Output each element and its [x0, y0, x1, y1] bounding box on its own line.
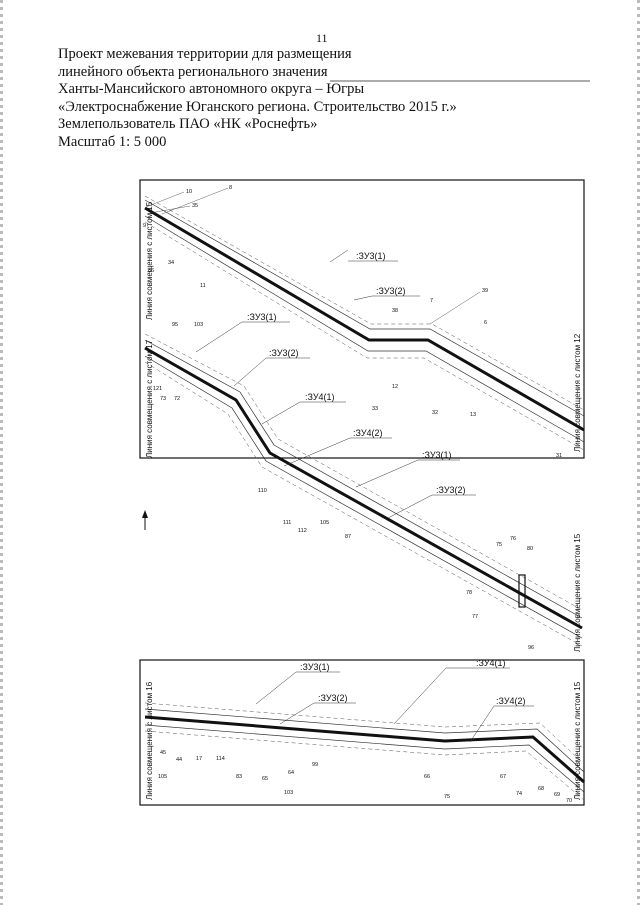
point-label: 45 [160, 750, 166, 756]
point-label: 95 [172, 322, 178, 328]
point-label: 75 [496, 542, 502, 548]
point-label: 114 [216, 756, 225, 762]
point-label: 7 [430, 298, 433, 304]
point-label: 73 [160, 396, 166, 402]
point-label: 38 [392, 308, 398, 314]
point-label: 86 [148, 268, 154, 274]
zone-label-zu3-2-a: :ЗУ3(2) [376, 286, 406, 296]
point-label: 68 [538, 786, 544, 792]
point-label: 103 [284, 790, 293, 796]
point-label: 66 [424, 774, 430, 780]
page-number: 11 [316, 31, 328, 45]
route-centerline-3 [144, 715, 585, 784]
point-label: 110 [258, 488, 267, 494]
title-block: Проект межевания территории для размещен… [58, 46, 458, 152]
title-line-5: Землепользователь ПАО «НК «Роснефть» [58, 116, 318, 133]
scan-edge-right [637, 0, 640, 905]
match-line-sheet17: Линия совмещения с листом 17 [145, 339, 154, 458]
point-label: 12 [392, 384, 398, 390]
route-boundary-lower [144, 215, 585, 443]
zone-label-zu3-1-a: :ЗУ3(1) [356, 251, 386, 261]
zone-label-zu3-2-c: :ЗУ3(2) [436, 485, 466, 495]
point-label: 105 [320, 520, 329, 526]
point-label: 10 [186, 189, 192, 195]
point-label: 112 [298, 528, 307, 534]
point-label: 96 [528, 645, 534, 651]
point-label: 9 [143, 223, 146, 229]
point-label: 76 [510, 536, 516, 542]
point-label: 65 [262, 776, 268, 782]
zone-label-zu4-1-d: :ЗУ4(1) [476, 658, 506, 668]
route-boundary-upper-3 [144, 708, 585, 773]
route-boundary-lower-3 [144, 724, 585, 793]
point-label: 34 [168, 260, 174, 266]
zone-boundary-lower-2 [144, 361, 583, 647]
point-label: 103 [194, 322, 203, 328]
point-label: 6 [484, 320, 487, 326]
point-label: 99 [312, 762, 318, 768]
route-boundary-lower-2 [144, 355, 583, 639]
point-label: 75 [444, 794, 450, 800]
zone-boundary-lower [144, 221, 585, 451]
match-line-sheet16: Линия совмещения с листом 16 [145, 681, 154, 800]
structure-box [518, 574, 526, 608]
zone-label-zu3-2-b: :ЗУ3(2) [269, 348, 299, 358]
frame-bottom [139, 659, 585, 806]
match-line-sheet15-mid: Линия совмещения с листом 15 [573, 533, 582, 652]
point-label: 83 [236, 774, 242, 780]
title-line-1: Проект межевания территории для размещен… [58, 46, 352, 62]
point-label: 31 [556, 453, 562, 459]
point-label: 11 [200, 283, 206, 289]
route-centerline [144, 206, 585, 432]
point-label: 67 [500, 774, 506, 780]
point-label: 32 [432, 410, 438, 416]
point-label: 8 [229, 185, 232, 191]
zone-boundary-lower-3 [144, 730, 585, 801]
zone-label-zu4-1-b: :ЗУ4(1) [305, 392, 335, 402]
zone-boundary-upper-2 [144, 333, 583, 611]
zone-boundary-upper [144, 195, 585, 411]
zone-label-zu4-2-d: :ЗУ4(2) [496, 696, 526, 706]
route-centerline-2 [144, 346, 583, 630]
route-line-top [144, 195, 585, 451]
point-label: 77 [472, 614, 478, 620]
scan-edge-left [0, 0, 3, 905]
zone-label-zu3-2-d: :ЗУ3(2) [318, 693, 348, 703]
zone-label-zu3-1-c: :ЗУ3(1) [422, 450, 452, 460]
point-label: 80 [527, 546, 533, 552]
point-label: 13 [470, 412, 476, 418]
point-label: 35 [192, 203, 198, 209]
match-line-sheet15-top: Линия совмещения с листом 15 [145, 201, 154, 320]
match-line-sheet15-bottom: Линия совмещения с листом 15 [573, 681, 582, 800]
route-boundary-upper [144, 199, 585, 417]
route-line-middle [144, 333, 583, 647]
point-label: 44 [176, 757, 182, 763]
point-label: 74 [516, 791, 522, 797]
point-label: 78 [466, 590, 472, 596]
title-line-4: «Электроснабжение Юганского региона. Стр… [58, 98, 457, 115]
route-line-bottom [144, 702, 585, 801]
zone-label-zu3-1-d: :ЗУ3(1) [300, 662, 330, 672]
point-label: 69 [554, 792, 560, 798]
point-label: 105 [158, 774, 167, 780]
point-label: 72 [174, 396, 180, 402]
point-label: 17 [196, 756, 202, 762]
north-arrow-icon [142, 510, 148, 530]
title-line-2: линейного объекта регионального значения [58, 63, 328, 80]
point-label: 121 [153, 386, 162, 392]
match-line-sheet12: Линия совмещения с листом 12 [573, 333, 582, 452]
frame-top [139, 179, 585, 459]
scale-label: Масштаб 1: 5 000 [58, 133, 167, 150]
point-label: 64 [288, 770, 294, 776]
point-label: 39 [482, 288, 488, 294]
point-label: 70 [566, 798, 572, 804]
point-label: 87 [345, 534, 351, 540]
zone-label-zu3-1-b: :ЗУ3(1) [247, 312, 277, 322]
point-label: 111 [283, 520, 291, 526]
zone-label-zu4-2-b: :ЗУ4(2) [353, 428, 383, 438]
route-boundary-upper-2 [144, 339, 583, 619]
point-label: 33 [372, 406, 378, 412]
title-line-3: Ханты-Мансийского автономного округа – Ю… [58, 81, 365, 98]
